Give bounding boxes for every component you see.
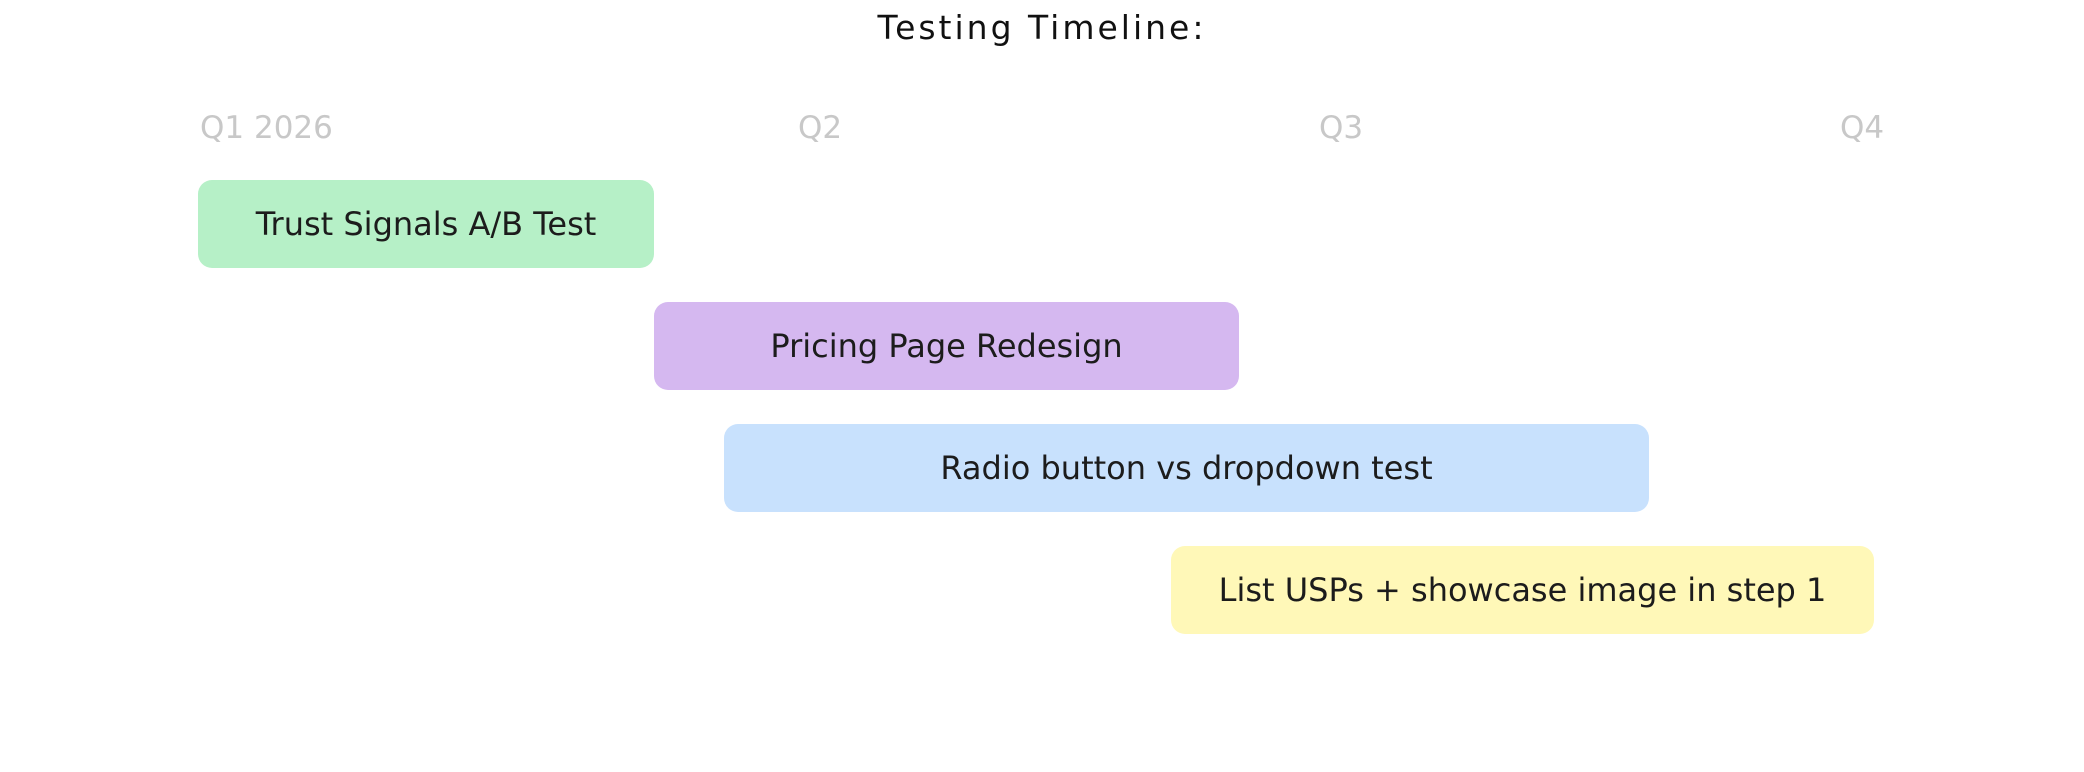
timeline-bar-label: Pricing Page Redesign	[770, 327, 1123, 365]
timeline-bar-label: List USPs + showcase image in step 1	[1218, 571, 1827, 609]
quarter-label-q3: Q3	[1319, 110, 1364, 146]
quarter-label-q2: Q2	[798, 110, 843, 146]
timeline-bar-pricing-page: Pricing Page Redesign	[654, 302, 1239, 390]
timeline-bar-list-usps: List USPs + showcase image in step 1	[1171, 546, 1874, 634]
timeline-bar-radio-button: Radio button vs dropdown test	[724, 424, 1649, 512]
quarter-label-q1: Q1 2026	[200, 110, 333, 146]
timeline-bar-trust-signals: Trust Signals A/B Test	[198, 180, 654, 268]
timeline-title: Testing Timeline:	[877, 8, 1207, 47]
timeline-bar-label: Radio button vs dropdown test	[940, 449, 1433, 487]
timeline-bar-label: Trust Signals A/B Test	[255, 205, 597, 243]
quarter-label-q4: Q4	[1840, 110, 1885, 146]
